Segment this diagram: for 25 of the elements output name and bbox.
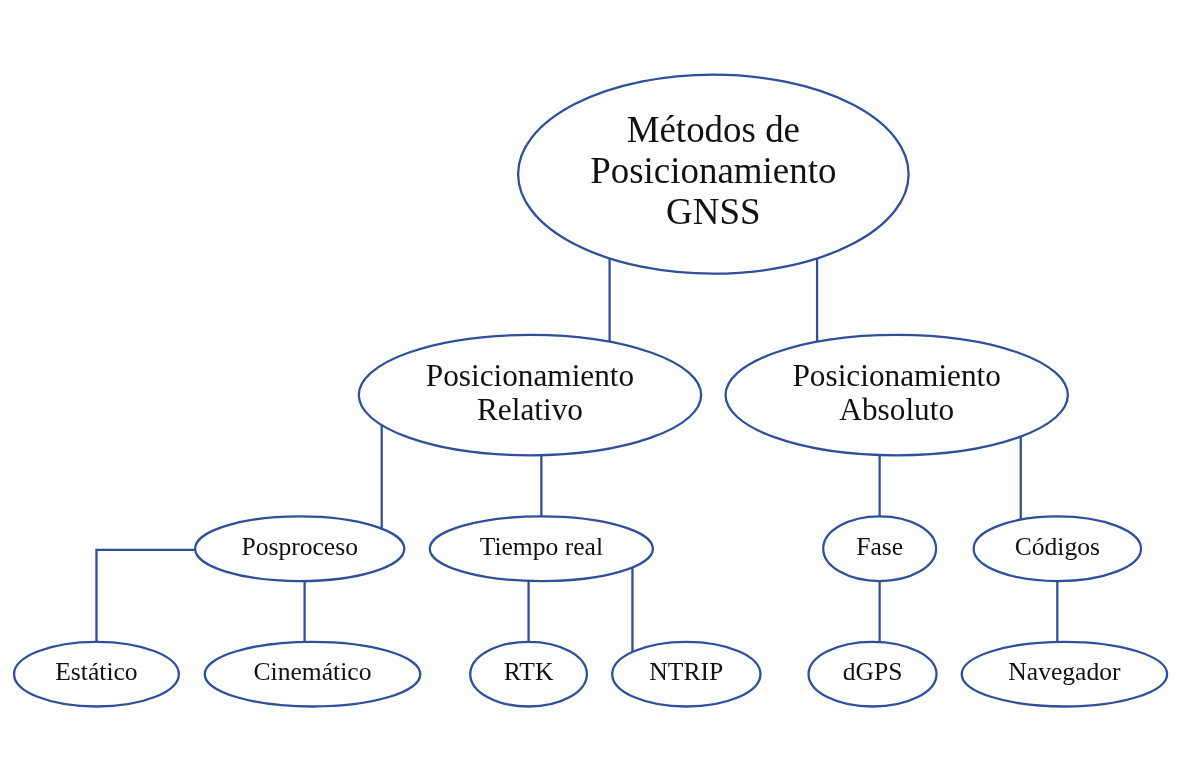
node-ellipse: Métodos de Posicionamiento GNSS — [516, 73, 910, 275]
connector — [608, 258, 611, 342]
connector — [631, 567, 634, 652]
node-ellipse: NTRIP — [611, 640, 762, 708]
connector — [380, 424, 383, 529]
node-ellipse: Estático — [12, 640, 180, 708]
node-ellipse: Posicionamiento Relativo — [357, 333, 703, 456]
node-ellipse: Navegador — [960, 640, 1169, 708]
connector — [540, 454, 543, 516]
connector — [1056, 580, 1059, 642]
connector — [878, 454, 881, 516]
node-ellipse: Posicionamiento Absoluto — [724, 333, 1069, 456]
node-ellipse: Cinemático — [203, 640, 422, 708]
node-ellipse: Códigos — [972, 514, 1143, 582]
connector — [878, 580, 881, 642]
connector — [95, 548, 196, 642]
node-ellipse: RTK — [469, 640, 588, 708]
connector — [815, 258, 819, 342]
node-ellipse: Fase — [822, 514, 938, 582]
connector — [1019, 436, 1022, 520]
node-ellipse: Posproceso — [194, 514, 406, 582]
connector — [527, 580, 530, 642]
node-ellipse: Tiempo real — [428, 514, 655, 582]
node-ellipse: dGPS — [807, 640, 938, 708]
connector — [303, 580, 306, 642]
